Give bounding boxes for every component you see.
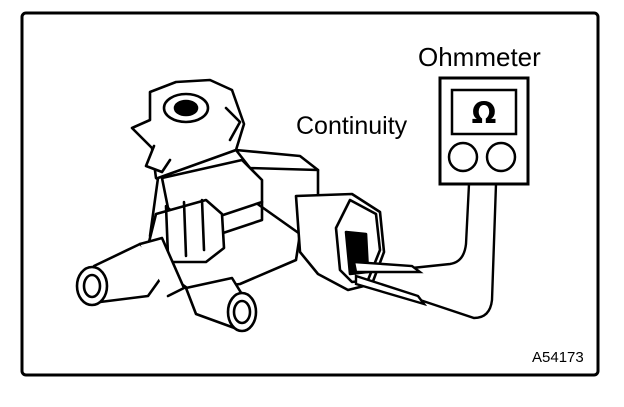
continuity-label: Continuity: [296, 112, 408, 140]
figure-frame: [20, 11, 600, 377]
test-probe-icon: [352, 182, 498, 320]
ohmmeter-icon: [438, 76, 530, 186]
ohm-display-symbol: Ω: [471, 96, 497, 130]
ohmmeter-label: Ohmmeter: [418, 42, 541, 72]
vacuum-switching-valve-icon: [75, 78, 386, 333]
figure-code: A54173: [532, 349, 584, 366]
